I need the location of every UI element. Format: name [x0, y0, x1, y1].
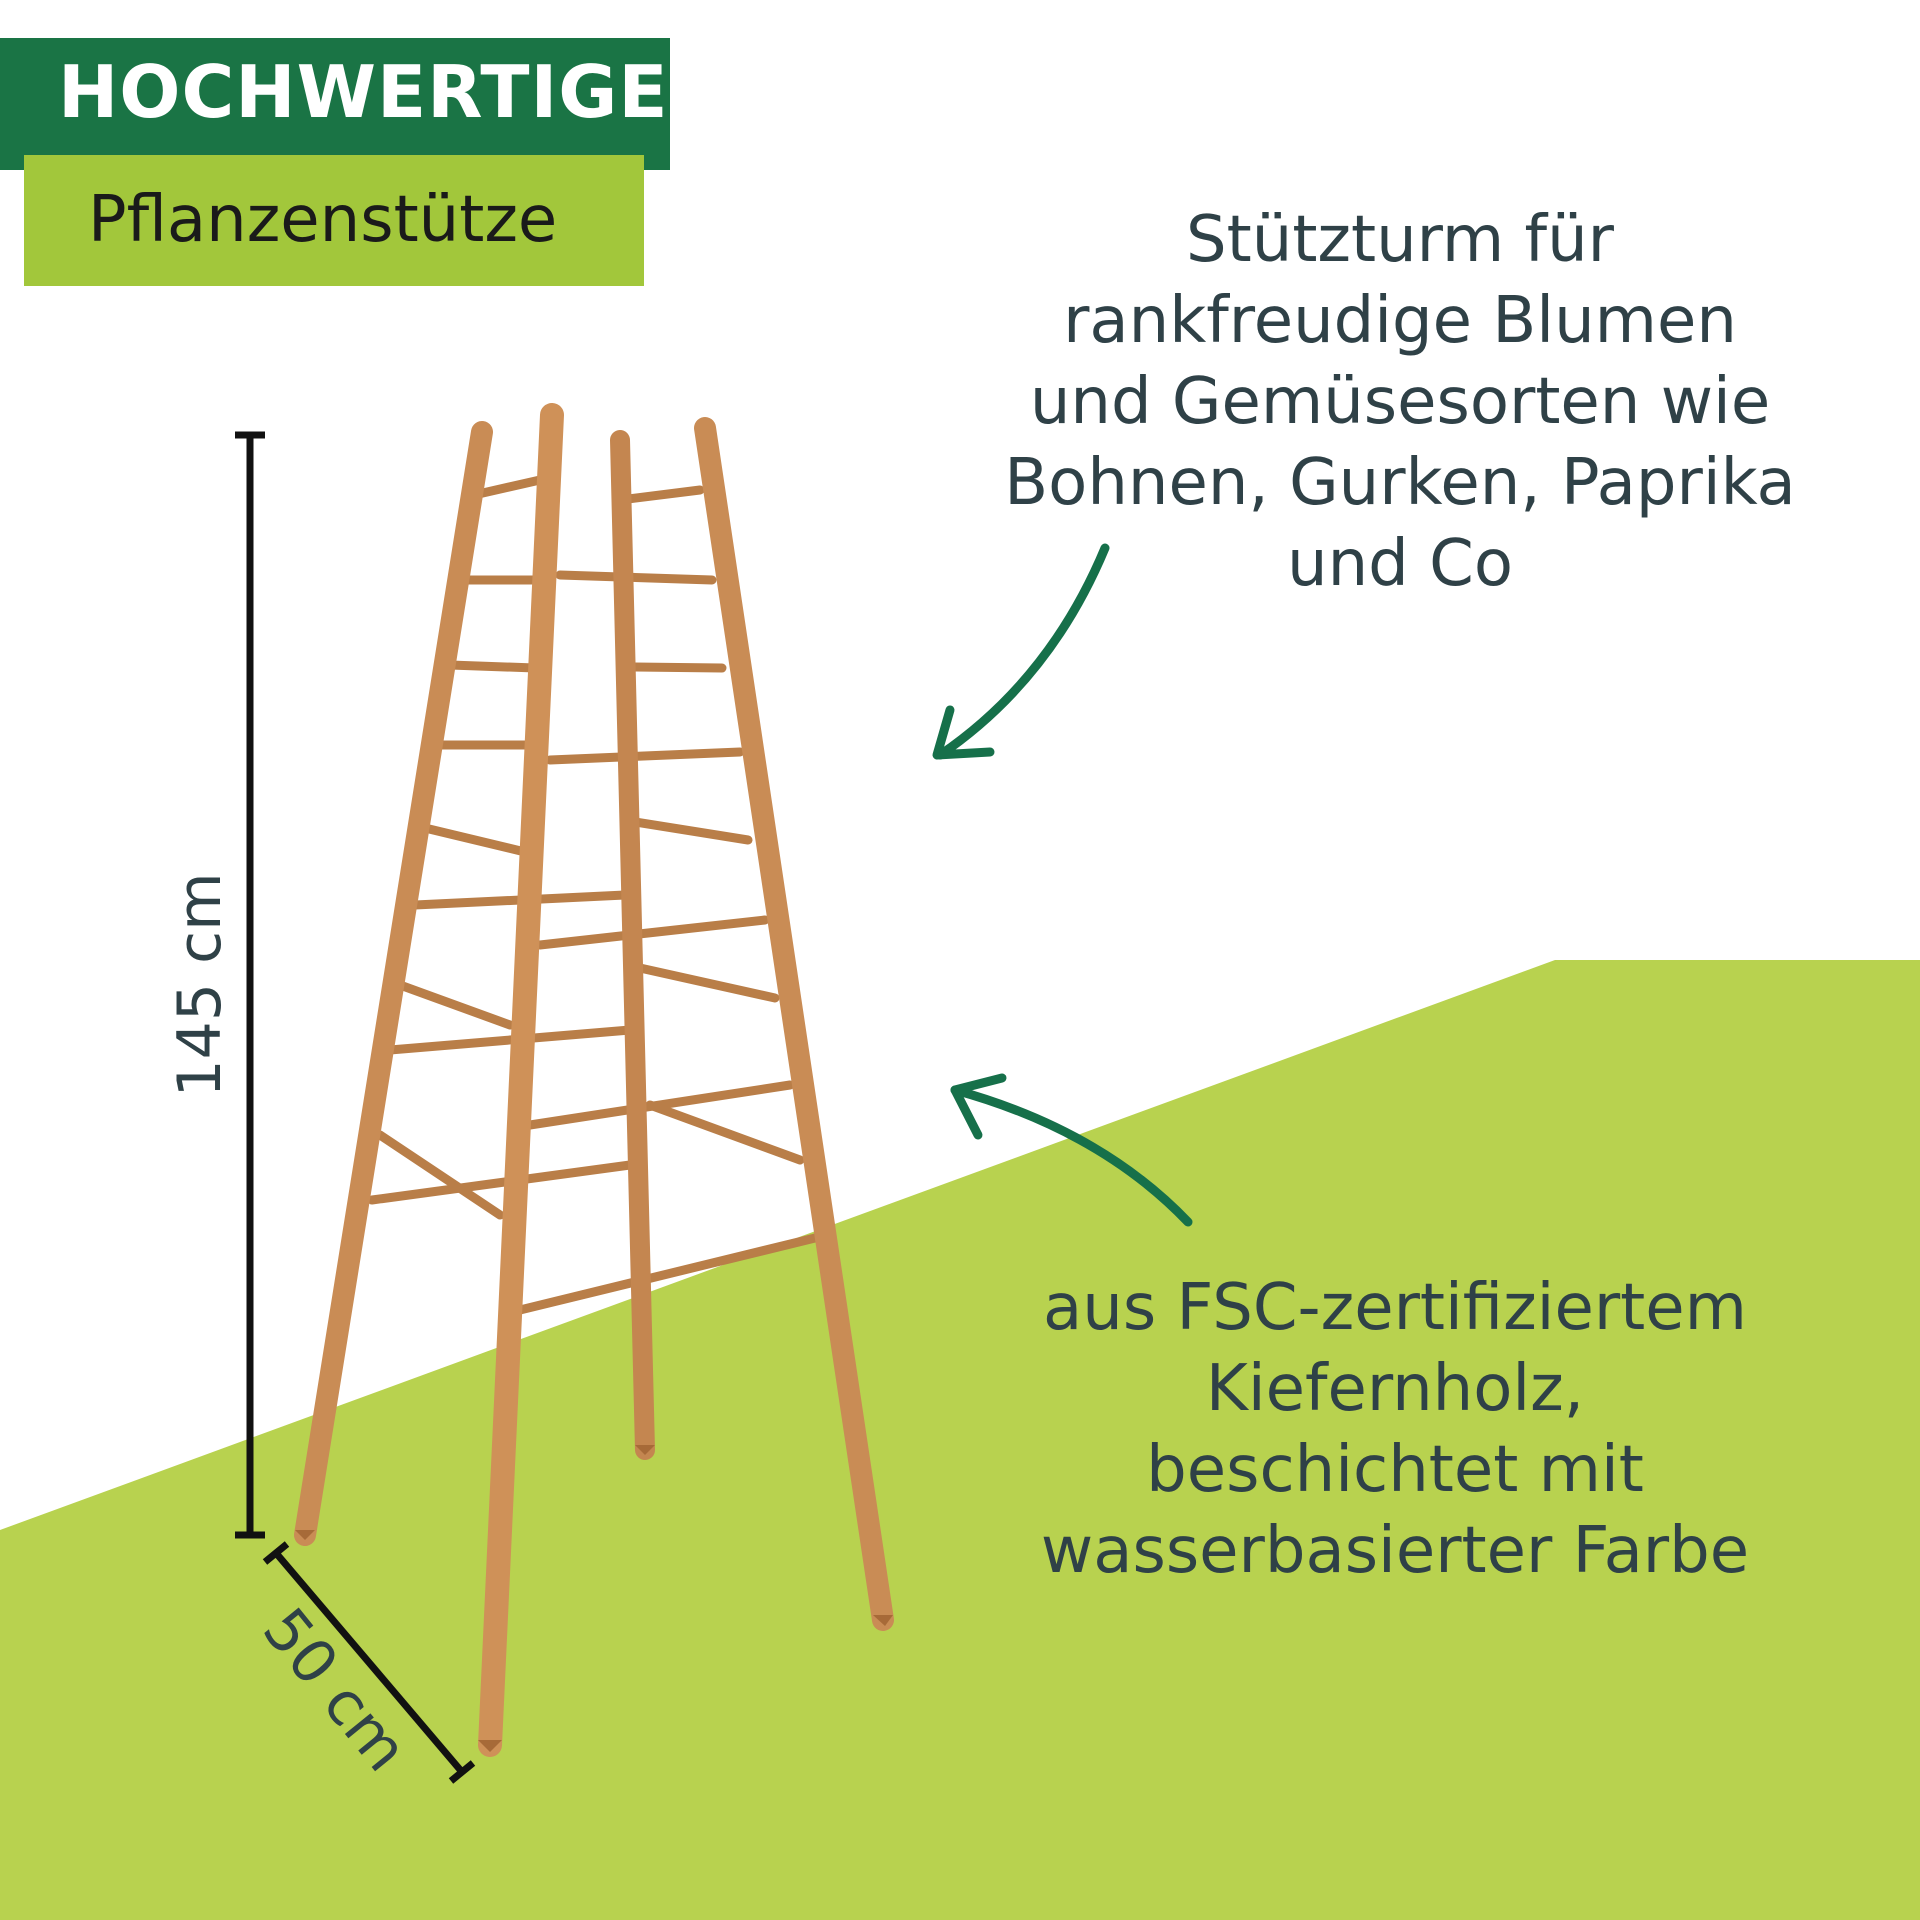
callout-top-text: Stützturm für rankfreudige Blumen und Ge…: [900, 200, 1900, 605]
header-title: HOCHWERTIGE: [58, 50, 669, 134]
callout-bottom-line: aus FSC-zertifiziertem: [1043, 1271, 1747, 1345]
plant-support-tower: [294, 403, 894, 1757]
callout-bottom-line: wasserbasierter Farbe: [1040, 1514, 1750, 1588]
callout-top-line: und Gemüsesorten wie: [1029, 365, 1771, 439]
callout-top-line: Stützturm für: [1186, 203, 1614, 277]
callout-bottom-text: aus FSC-zertifiziertem Kiefernholz, besc…: [900, 1268, 1890, 1592]
callout-top-line: rankfreudige Blumen: [1063, 284, 1737, 358]
callout-top-line: Bohnen, Gurken, Paprika: [1004, 446, 1796, 520]
header-badge-light: [24, 155, 644, 286]
height-dimension-label: 145 cm: [165, 872, 235, 1098]
green-ground-area: [0, 960, 1920, 1920]
callout-top-line: und Co: [1287, 527, 1513, 601]
arrow-to-tower-top: [932, 543, 1110, 760]
callout-bottom-line: beschichtet mit: [1146, 1433, 1644, 1507]
height-dimension-line: [235, 431, 265, 1539]
arrow-to-tower-wood: [950, 1073, 1193, 1227]
header-subtitle: Pflanzenstütze: [88, 183, 558, 257]
callout-bottom-line: Kiefernholz,: [1205, 1352, 1585, 1426]
header-badge-dark: [0, 38, 670, 170]
width-dimension-line: [262, 1541, 476, 1784]
